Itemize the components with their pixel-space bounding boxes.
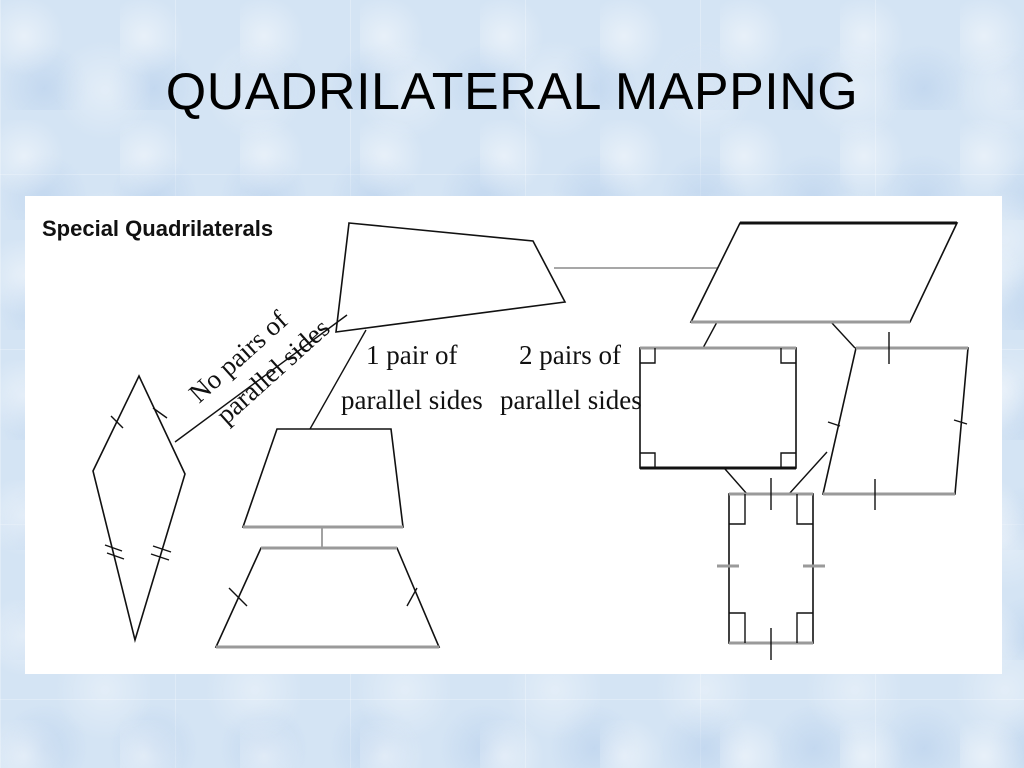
- kite-double-tick-mark: [152, 545, 172, 553]
- connector-rhombus-square: [788, 451, 828, 495]
- right-angle-mark: [796, 612, 813, 643]
- connector-quad-kite: [174, 314, 348, 443]
- square-shape: [717, 478, 825, 660]
- right-angle-mark: [780, 452, 796, 468]
- kite-double-tick-mark: [104, 544, 123, 552]
- right-angle-mark: [729, 612, 746, 643]
- connector-rectangle-square: [724, 468, 748, 495]
- right-angle-mark: [729, 494, 746, 525]
- right-angle-mark: [640, 452, 656, 468]
- trapezoid-tick-mark: [228, 587, 248, 607]
- kite-shape: [92, 374, 186, 644]
- rhombus-shape: [821, 332, 969, 510]
- no-pairs-label: No pairs of parallel sides: [183, 305, 336, 430]
- kite-double-tick-mark: [150, 553, 170, 561]
- right-angle-mark: [780, 348, 796, 364]
- right-angle-mark: [796, 494, 813, 525]
- trapezoid-shape: [241, 428, 404, 529]
- slide-title: QUADRILATERAL MAPPING: [165, 63, 859, 121]
- connector-quad-trapezoid: [309, 329, 367, 430]
- diagram-heading: Special Quadrilaterals: [42, 216, 273, 241]
- rectangle-shape: [639, 346, 797, 470]
- kite-tick-mark: [152, 407, 168, 419]
- diagram-panel: Special Quadrilaterals No pairs of paral…: [25, 196, 1002, 674]
- kite-tick-mark: [110, 415, 124, 429]
- rhombus-tick-mark: [953, 419, 968, 425]
- connector-parallelogram-rectangle: [702, 321, 718, 349]
- right-angle-mark: [640, 348, 656, 364]
- quadrilateral-hierarchy-diagram: Special Quadrilaterals No pairs of paral…: [42, 216, 969, 660]
- isosceles-trapezoid-shape: [214, 546, 441, 649]
- one-pair-label-line1: 1 pair of: [366, 340, 457, 370]
- two-pairs-label-line1: 2 pairs of: [519, 340, 621, 370]
- parallelogram-shape: [689, 221, 959, 324]
- one-pair-label-line2: parallel sides: [341, 385, 483, 415]
- connector-parallelogram-rhombus: [830, 321, 856, 349]
- kite-double-tick-mark: [106, 552, 125, 560]
- trapezoid-tick-mark: [406, 587, 418, 607]
- rhombus-tick-mark: [827, 421, 841, 427]
- quadrilateral-shape: [335, 222, 567, 333]
- two-pairs-label-line2: parallel sides: [500, 385, 642, 415]
